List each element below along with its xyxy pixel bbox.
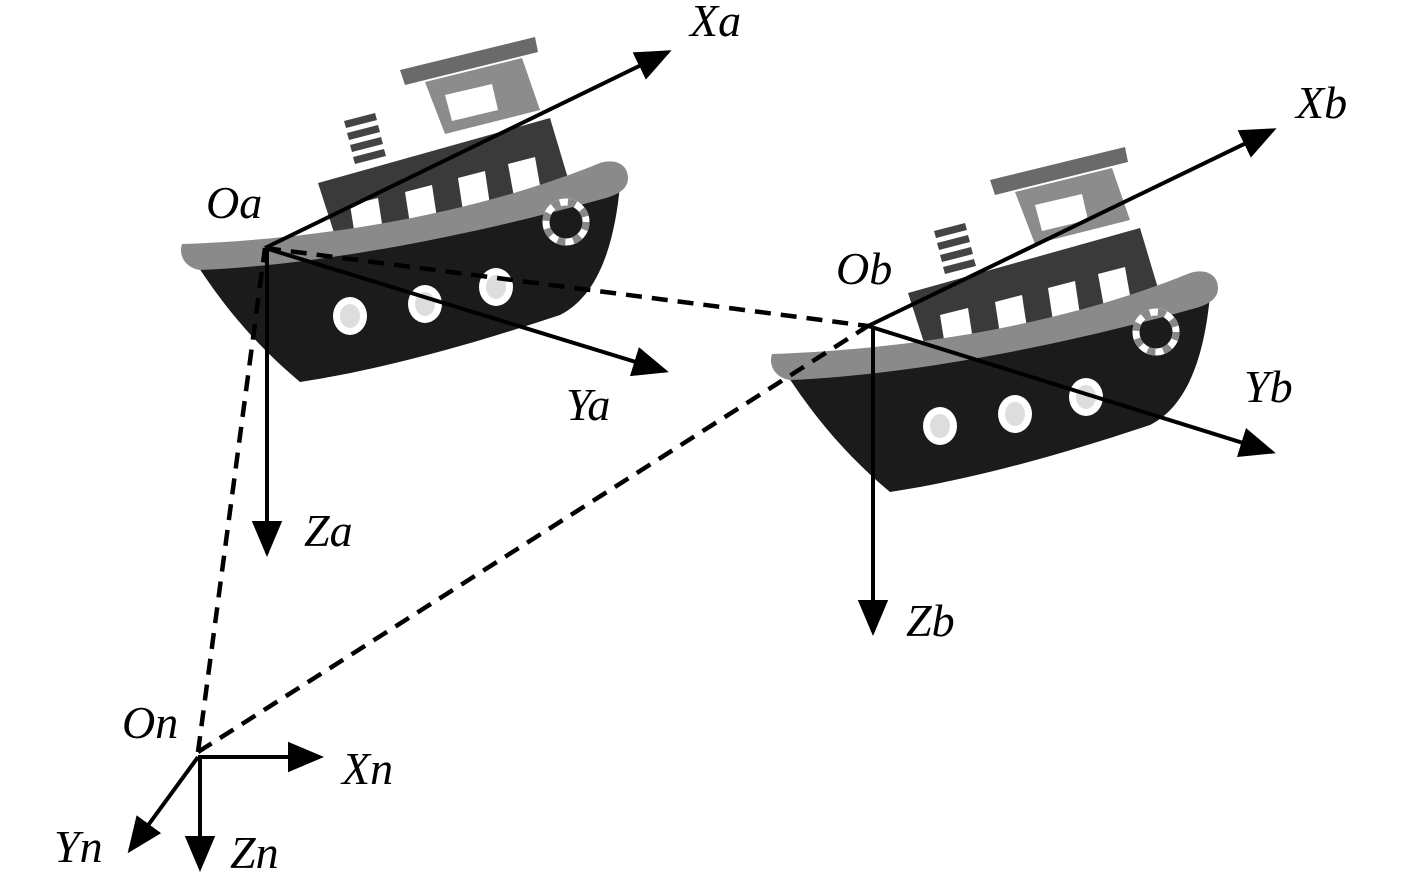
axis-xa	[264, 50, 672, 250]
label-ya: Ya	[566, 379, 610, 430]
link-on-oa	[195, 247, 268, 753]
label-zn: Zn	[230, 827, 279, 878]
label-on: On	[122, 697, 178, 748]
link-on-ob	[196, 324, 870, 754]
link-oa-ob	[264, 245, 869, 329]
axis-yn	[127, 755, 200, 854]
boat-b-icon	[771, 147, 1218, 492]
label-yn: Yn	[54, 821, 103, 872]
frame-b-axes	[857, 128, 1277, 636]
label-ob: Ob	[836, 243, 892, 294]
label-xn: Xn	[340, 743, 393, 794]
label-xa: Xa	[688, 0, 741, 46]
label-xb: Xb	[1294, 77, 1347, 128]
axis-yb	[867, 324, 1276, 457]
label-yb: Yb	[1244, 361, 1293, 412]
label-za: Za	[304, 505, 353, 556]
label-zb: Zb	[906, 595, 955, 646]
frame-n-axes	[127, 741, 324, 872]
label-oa: Oa	[206, 177, 262, 228]
dashed-links	[195, 245, 870, 754]
frame-a-axes	[251, 50, 672, 557]
axis-ya	[264, 246, 669, 377]
axis-xb	[867, 128, 1277, 328]
